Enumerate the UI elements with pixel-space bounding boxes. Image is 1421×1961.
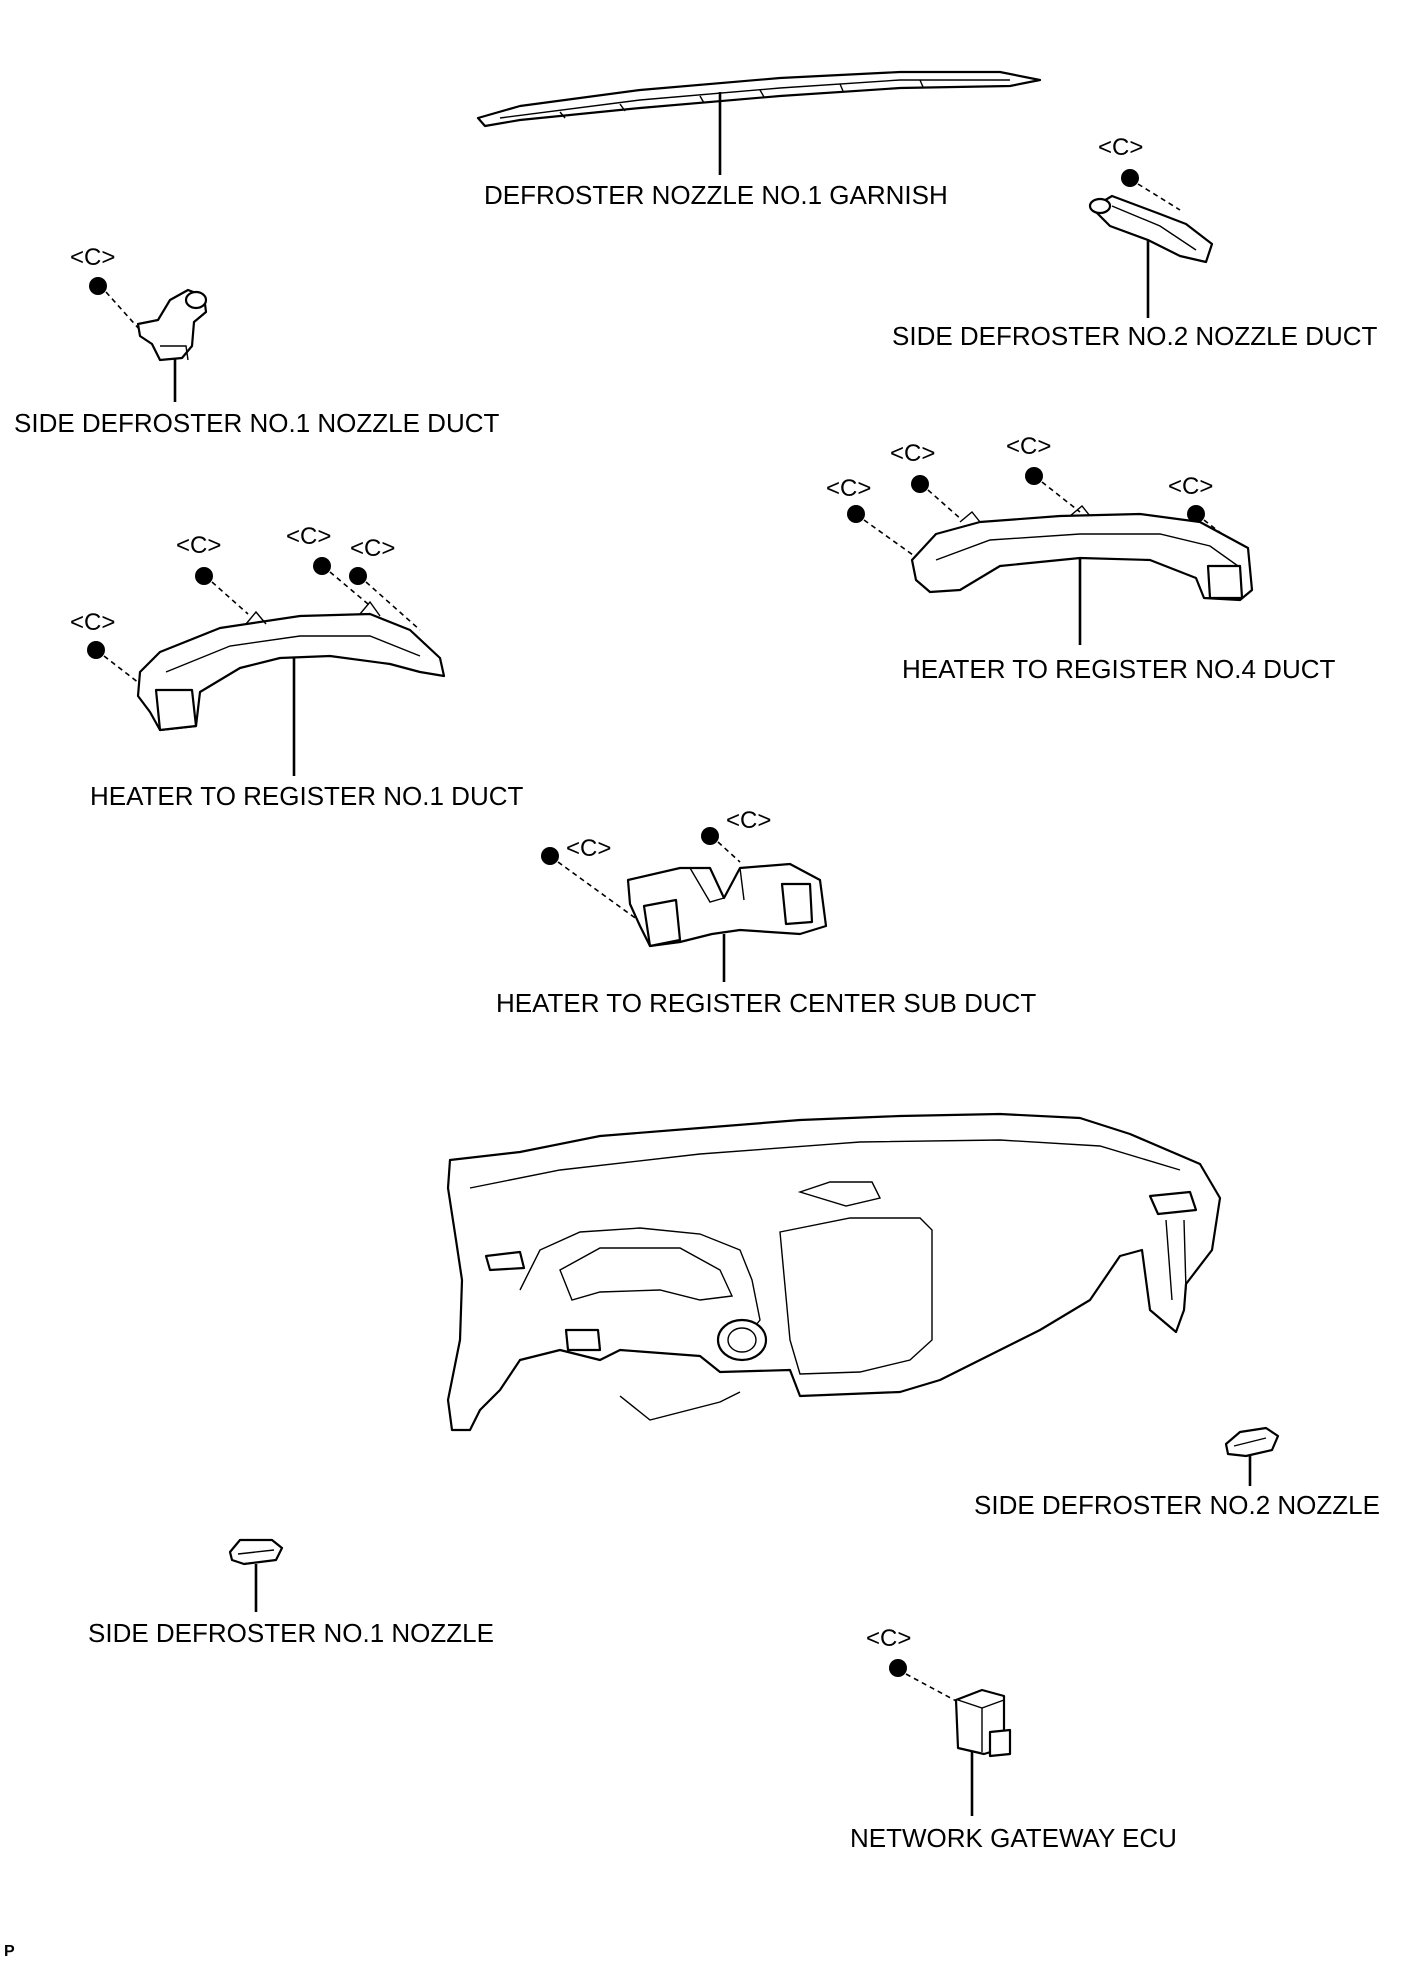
- side-defroster-no2-nozzle-duct-part: [1088, 194, 1214, 264]
- fastener-tag-c: <C>: [70, 244, 115, 271]
- label-heater-to-register-no1-duct: HEATER TO REGISTER NO.1 DUCT: [90, 781, 524, 811]
- label-side-defroster-no1-nozzle: SIDE DEFROSTER NO.1 NOZZLE: [88, 1618, 494, 1648]
- network-gateway-ecu-part: [954, 1688, 1012, 1758]
- bolt-icon: [1187, 505, 1205, 523]
- heater-to-register-no4-duct-part: [910, 505, 1254, 602]
- fastener-tag-c: <C>: [176, 532, 221, 559]
- heater-to-register-center-sub-duct-part: [626, 862, 828, 948]
- side-defroster-no2-nozzle-part: [1224, 1426, 1280, 1458]
- fastener-tag-c: <C>: [866, 1625, 911, 1652]
- bolt-icon: [911, 475, 929, 493]
- side-defroster-no1-nozzle-duct-part: [136, 288, 208, 362]
- instrument-panel-part: [446, 1112, 1222, 1432]
- bolt-icon: [89, 277, 107, 295]
- label-network-gateway-ecu: NETWORK GATEWAY ECU: [850, 1823, 1177, 1853]
- label-heater-to-register-no4-duct: HEATER TO REGISTER NO.4 DUCT: [902, 654, 1336, 684]
- bolt-icon: [701, 827, 719, 845]
- heater-to-register-no1-duct-part: [136, 600, 446, 732]
- fastener-tag-c: <C>: [1098, 134, 1143, 161]
- fastener-tag-c: <C>: [70, 609, 115, 636]
- fastener-tag-c: <C>: [566, 835, 611, 862]
- bolt-icon: [313, 557, 331, 575]
- fastener-tag-c: <C>: [350, 535, 395, 562]
- fastener-tag-c: <C>: [286, 523, 331, 550]
- fastener-tag-c: <C>: [890, 440, 935, 467]
- defroster-nozzle-garnish-part: [476, 70, 1042, 128]
- bolt-icon: [1025, 467, 1043, 485]
- bolt-icon: [847, 505, 865, 523]
- bolt-icon: [889, 1659, 907, 1677]
- bolt-icon: [1121, 169, 1139, 187]
- bolt-icon: [195, 567, 213, 585]
- label-side-defroster-no1-nozzle-duct: SIDE DEFROSTER NO.1 NOZZLE DUCT: [14, 408, 499, 438]
- fastener-tag-c: <C>: [1006, 433, 1051, 460]
- fastener-tag-c: <C>: [826, 475, 871, 502]
- bolt-icon: [349, 567, 367, 585]
- label-side-defroster-no2-nozzle: SIDE DEFROSTER NO.2 NOZZLE: [974, 1490, 1380, 1520]
- page-marker: P: [4, 1943, 15, 1960]
- label-heater-to-register-center-sub-duct: HEATER TO REGISTER CENTER SUB DUCT: [496, 988, 1036, 1018]
- label-side-defroster-no2-nozzle-duct: SIDE DEFROSTER NO.2 NOZZLE DUCT: [892, 321, 1377, 351]
- bolt-icon: [87, 641, 105, 659]
- fastener-tag-c: <C>: [726, 807, 771, 834]
- side-defroster-no1-nozzle-part: [228, 1538, 284, 1566]
- label-defroster-nozzle-no1-garnish: DEFROSTER NOZZLE NO.1 GARNISH: [484, 180, 948, 210]
- bolt-icon: [541, 847, 559, 865]
- fastener-tag-c: <C>: [1168, 473, 1213, 500]
